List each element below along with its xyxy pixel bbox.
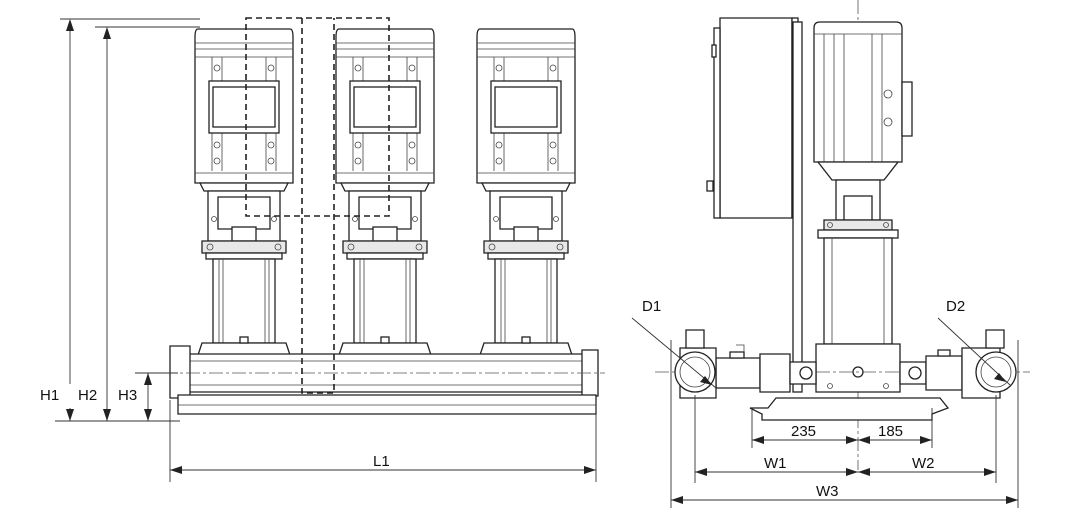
d2-label: D2 [946,298,965,315]
dim-185-label: 185 [878,423,903,440]
h2-label: H2 [78,387,97,404]
pump-1 [194,28,294,356]
side-view: D1 D2 235 185 W1 W2 W3 [631,0,1030,508]
h1-label: H1 [40,387,59,404]
w3-label: W3 [816,483,839,500]
d1-label: D1 [642,298,661,315]
control-cabinet [719,17,793,219]
front-view: H1 H2 H3 L1 [40,17,605,482]
dim-235-label: 235 [791,423,816,440]
w2-label: W2 [912,455,935,472]
base-frame [177,394,597,415]
control-cabinet-outline [245,17,390,394]
d1-port [674,351,716,393]
pump-3 [476,28,576,356]
base-feet [749,397,950,421]
h3-label: H3 [118,387,137,404]
l1-label: L1 [373,453,390,470]
pump-2 [335,28,435,356]
w1-label: W1 [764,455,787,472]
